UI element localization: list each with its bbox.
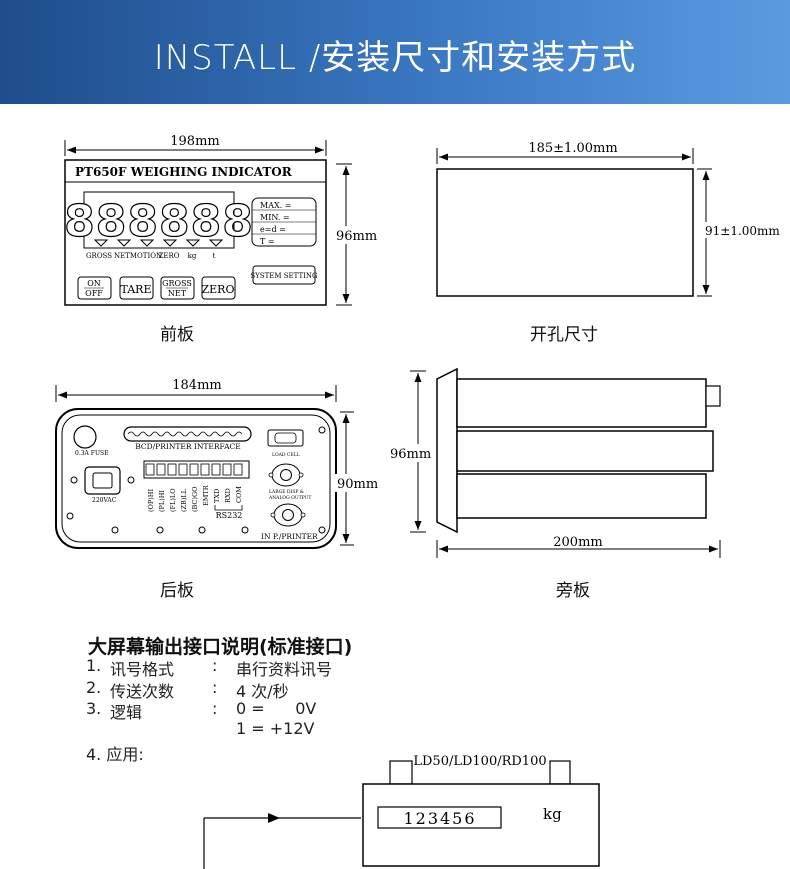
svg-text:OFF: OFF <box>85 289 103 298</box>
rear-panel-drawing: 184mm 0.3A FUSE 220VAC BCD/PRINTER INTER… <box>55 378 382 549</box>
terminal-op-hi: (OP)HI <box>147 489 155 512</box>
section-title: 大屏幕输出接口说明(标准接口) <box>88 636 353 658</box>
terminal-bc-go: (BC)GO <box>191 487 199 512</box>
spec-item-1-sep: : <box>212 656 218 675</box>
side-height-label: 96mm <box>390 447 431 462</box>
system-setting-button: SYSTEM SETTING <box>250 272 318 280</box>
analog-output-label: ANALOG OUTPUT <box>268 495 311 501</box>
mounting-holes <box>66 426 326 534</box>
fuse-label: 0.3A FUSE <box>75 450 109 457</box>
load-cell-label: LOAD CELL <box>272 452 300 458</box>
spec-item-2-name: 传送次数 <box>110 682 175 701</box>
cutout-width-label: 185±1.00mm <box>528 141 617 156</box>
front-panel-caption: 前板 <box>160 325 194 345</box>
terminal-block <box>145 463 243 476</box>
spec-item-1-name: 讯号格式 <box>110 660 175 679</box>
terminal-com: COM <box>235 486 243 503</box>
indicator-triangles <box>93 239 224 247</box>
rs232-label: RS232 <box>216 511 243 520</box>
gross-net-button: GROSS <box>162 279 192 288</box>
spec-application: 4. 应用: <box>86 745 144 764</box>
in-printer-label: IN P./PRINTER <box>261 532 318 541</box>
terminal-txd: TXD <box>213 489 221 503</box>
side-depth-label: 200mm <box>553 535 602 550</box>
display-unit: kg <box>543 805 562 823</box>
terminal-zb-ll: (ZB)LL <box>180 488 188 512</box>
svg-text:NET: NET <box>168 289 187 298</box>
cutout-drawing: 185±1.00mm 91±1.00mm <box>436 141 780 297</box>
rear-height-label: 90mm <box>337 477 378 492</box>
status-division: e=d = <box>260 225 286 234</box>
on-off-button: ON <box>87 279 101 288</box>
tare-button: TARE <box>121 283 152 296</box>
spec-item-3-value: 0 = 0V <box>236 699 317 718</box>
indicator-kg: kg <box>188 252 197 260</box>
side-view-caption: 旁板 <box>556 581 590 601</box>
front-width-label: 198mm <box>170 134 219 149</box>
title-chinese: 安装尺寸和安装方式 <box>321 38 637 78</box>
spec-logic-high: 1 = +12V <box>236 719 315 738</box>
cutout-caption: 开孔尺寸 <box>530 325 598 345</box>
indicator-zero: ZERO <box>159 252 180 260</box>
spec-item-3-num: 3. <box>86 699 102 718</box>
front-panel-drawing: 198mm PT650F WEIGHING INDICATOR 888888 G… <box>64 134 382 306</box>
title-english: INSTALL / <box>153 38 322 78</box>
zero-button: ZERO <box>202 283 235 296</box>
status-tare: T = <box>260 237 275 246</box>
side-view-drawing: 96mm 200mm <box>388 367 721 558</box>
terminal-pl-hi: (PL)HI <box>158 490 166 512</box>
display-model-label: LD50/LD100/RD100 <box>413 754 546 769</box>
page-title: INSTALL /安装尺寸和安装方式 <box>0 30 790 79</box>
power-label: 220VAC <box>92 497 117 504</box>
rear-width-label: 184mm <box>172 378 221 393</box>
terminal-emtr: EMTR <box>202 484 210 506</box>
rear-panel-caption: 后板 <box>160 581 194 601</box>
spec-item-2-value: 4 次/秒 <box>236 682 289 701</box>
digit-display: 888888 <box>64 196 254 247</box>
large-disp-label: LARGE DISP & <box>269 489 304 495</box>
indicator-motion: MOTION <box>130 252 162 260</box>
status-max: MAX. = <box>260 201 291 210</box>
cutout-height-label: 91±1.00mm <box>705 224 780 238</box>
spec-item-3-name: 逻辑 <box>110 703 143 722</box>
spec-item-1-num: 1. <box>86 656 102 675</box>
indicator-gross: GROSS <box>86 252 112 260</box>
spec-item-2-sep: : <box>212 678 218 697</box>
status-min: MIN. = <box>260 213 290 222</box>
front-height-label: 96mm <box>336 229 377 244</box>
big-display-drawing: LD50/LD100/RD100 123456 kg <box>203 754 600 869</box>
spec-item-3-sep: : <box>212 699 218 718</box>
bcd-interface-label: BCD/PRINTER INTERFACE <box>135 442 241 451</box>
display-reading: 123456 <box>403 809 476 828</box>
spec-item-1-value: 串行资料讯号 <box>236 660 333 679</box>
header-banner <box>0 0 790 104</box>
indicator-t: t <box>213 252 216 260</box>
spec-item-2-num: 2. <box>86 678 102 697</box>
indicator-net: NET <box>114 252 130 260</box>
terminal-fl-lo: (FL)LO <box>169 488 177 512</box>
model-name: PT650F WEIGHING INDICATOR <box>75 165 293 179</box>
terminal-rxd: RXD <box>224 488 232 503</box>
